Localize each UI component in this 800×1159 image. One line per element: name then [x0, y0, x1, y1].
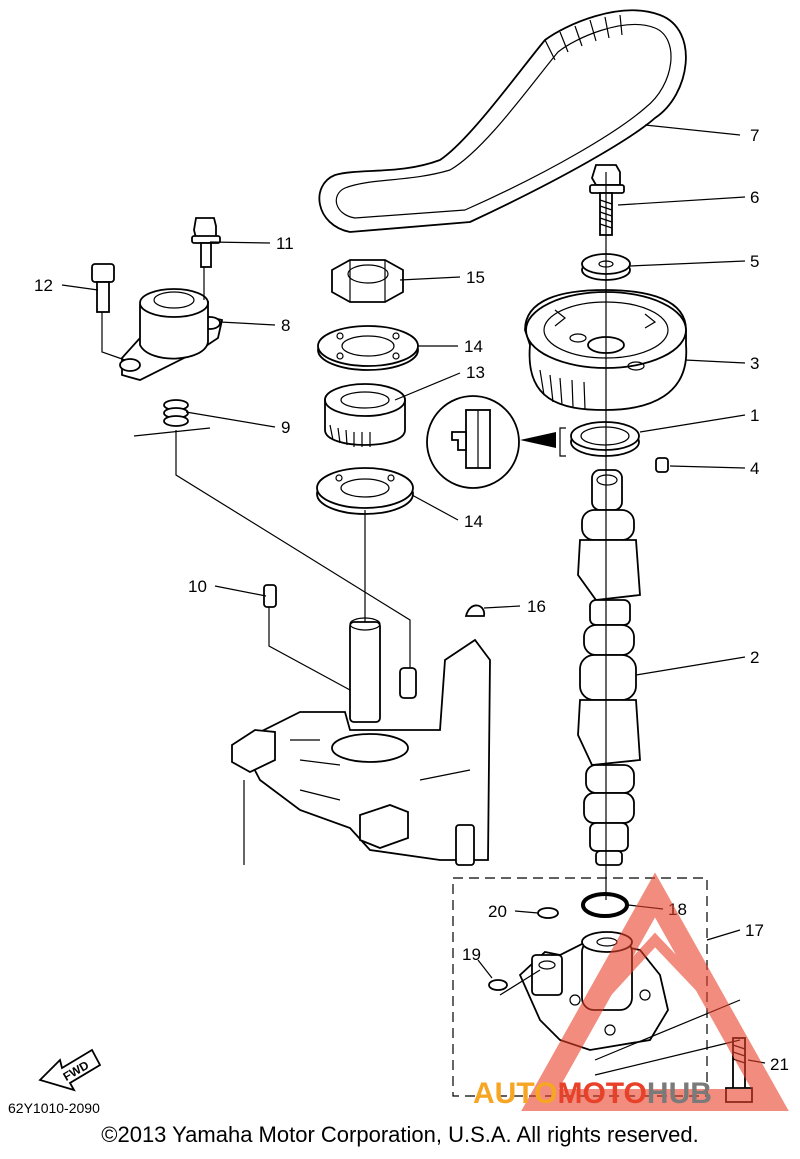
callout-10: 10 — [188, 577, 207, 596]
callout-6: 6 — [750, 188, 759, 207]
callout-19: 19 — [462, 945, 481, 964]
diagram-code: 62Y1010-2090 — [8, 1100, 100, 1116]
callout-12: 12 — [34, 276, 53, 295]
callout-2: 2 — [750, 648, 759, 667]
callout-7: 7 — [750, 126, 759, 145]
cylinder-block — [231, 617, 491, 866]
callout-14-upper: 14 — [464, 337, 483, 356]
callout-8: 8 — [281, 316, 290, 335]
gear-13 — [324, 383, 406, 447]
plate-14-lower — [316, 467, 414, 515]
watermark-logo — [521, 872, 789, 1111]
timing-belt — [318, 9, 687, 233]
oil-seal-1 — [559, 421, 640, 457]
callout-14-lower: 14 — [464, 512, 483, 531]
callout-17: 17 — [745, 921, 764, 940]
callout-3: 3 — [750, 354, 759, 373]
nut-15 — [331, 259, 404, 303]
callout-20: 20 — [488, 902, 507, 921]
watermark-auto: AUTO — [473, 1077, 557, 1110]
callout-5: 5 — [750, 252, 759, 271]
callout-4: 4 — [750, 459, 759, 478]
watermark-hub: HUB — [647, 1077, 712, 1110]
callout-9: 9 — [281, 418, 290, 437]
callout-11: 11 — [276, 234, 294, 253]
callout-labels: 7 6 5 3 1 4 2 11 12 8 9 10 15 14 13 14 1… — [34, 126, 789, 1074]
callout-1: 1 — [750, 406, 759, 425]
bolt-6 — [589, 164, 625, 236]
callout-21: 21 — [770, 1055, 789, 1074]
callout-16: 16 — [527, 597, 546, 616]
dowel-pin-4 — [655, 457, 669, 473]
plate-14-upper — [317, 325, 419, 371]
copyright-notice: ©2013 Yamaha Motor Corporation, U.S.A. A… — [101, 1122, 699, 1147]
leader-lines — [61, 124, 766, 1076]
seal-detail-inset — [426, 395, 556, 489]
callout-13: 13 — [466, 363, 485, 382]
spring-9 — [163, 399, 189, 427]
bolt-11 — [191, 217, 221, 268]
bolt-12 — [91, 263, 115, 313]
tensioner-bracket-8 — [119, 288, 224, 381]
key-16 — [464, 604, 485, 617]
camshaft-2 — [577, 469, 641, 866]
watermark-moto: MOTO — [557, 1077, 646, 1110]
fwd-arrow: FWD — [38, 1048, 102, 1092]
callout-15: 15 — [466, 268, 485, 287]
watermark-text: AUTOMOTOHUB — [473, 1077, 712, 1110]
